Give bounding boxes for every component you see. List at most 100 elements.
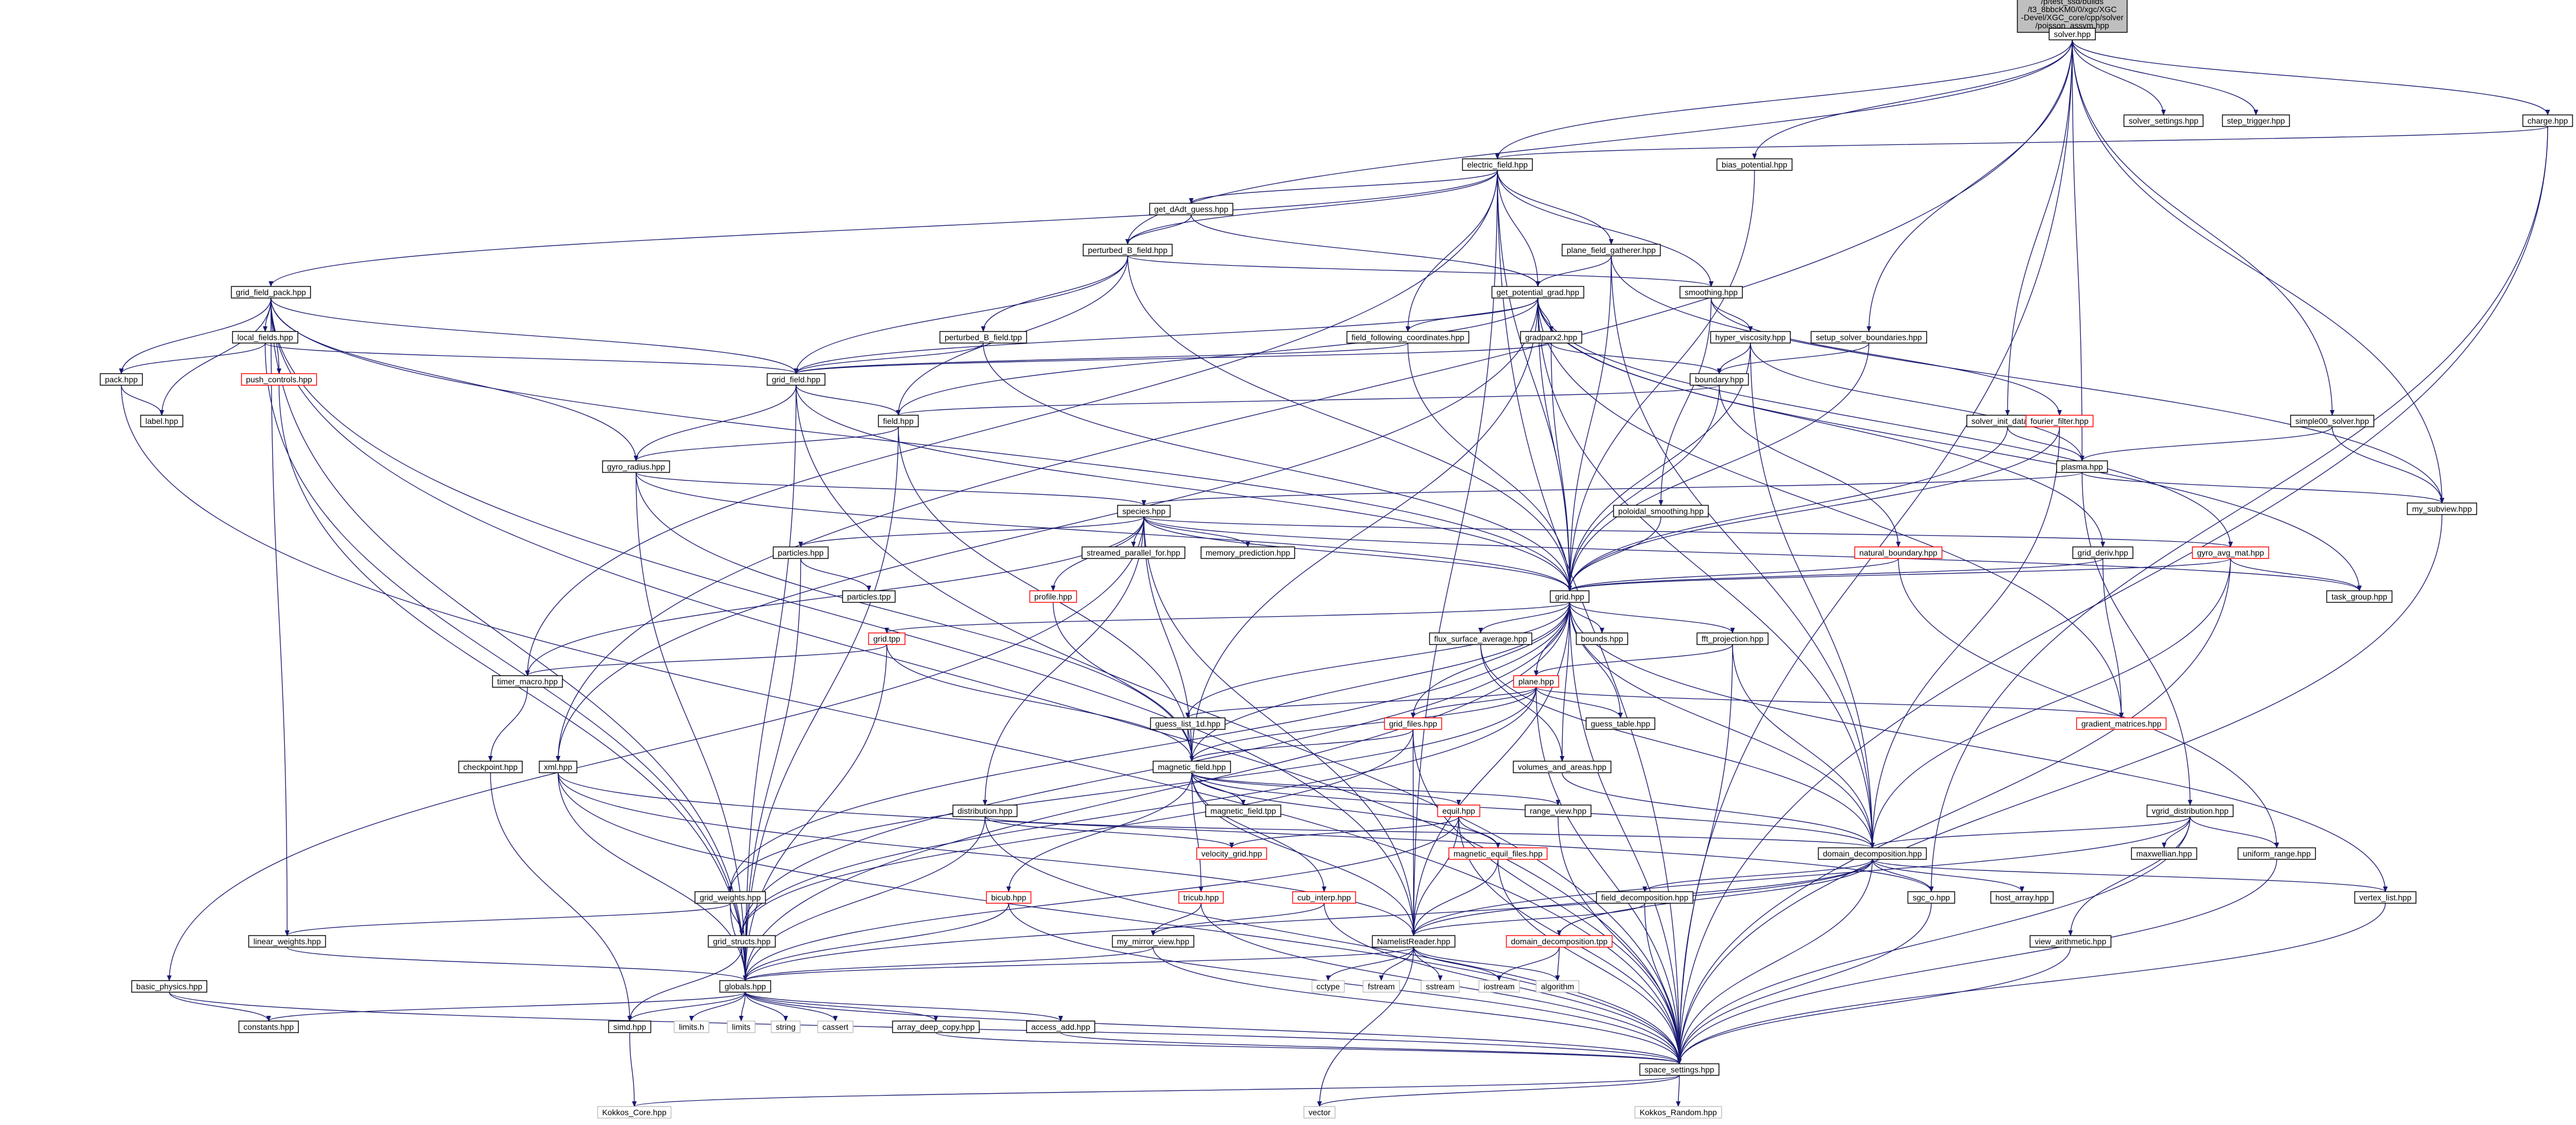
node-range-view[interactable]: range_view.hpp (1525, 804, 1592, 817)
node-grid-field[interactable]: grid_field.hpp (767, 373, 826, 386)
node-particles-tpp[interactable]: particles.tpp (842, 590, 896, 603)
node-solver-settings[interactable]: solver_settings.hpp (2123, 114, 2204, 127)
node-gradparx2[interactable]: gradparx2.hpp (1520, 331, 1582, 344)
node-natural-boundary[interactable]: natural_boundary.hpp (1854, 546, 1943, 559)
node-equil[interactable]: equil.hpp (1437, 804, 1481, 817)
node-local-fields[interactable]: local_fields.hpp (232, 331, 299, 344)
node-array-deep-copy[interactable]: array_deep_copy.hpp (892, 1020, 980, 1033)
node-domain-decomposition-tpp[interactable]: domain_decomposition.tpp (1506, 935, 1613, 948)
node-uniform-range[interactable]: uniform_range.hpp (2237, 847, 2316, 860)
node-globals[interactable]: globals.hpp (719, 980, 771, 993)
node-electric-field[interactable]: electric_field.hpp (1462, 158, 1533, 171)
node-host-array[interactable]: host_array.hpp (1990, 891, 2054, 904)
node-fft-projection[interactable]: fft_projection.hpp (1696, 632, 1769, 645)
node-smoothing[interactable]: smoothing.hpp (1679, 286, 1743, 299)
node-bounds[interactable]: bounds.hpp (1575, 632, 1629, 645)
node-linear-weights[interactable]: linear_weights.hpp (248, 935, 326, 948)
node-view-arithmetic[interactable]: view_arithmetic.hpp (2029, 935, 2112, 948)
node-string[interactable]: string (771, 1020, 801, 1033)
node-vgrid-distribution[interactable]: vgrid_distribution.hpp (2146, 804, 2234, 817)
node-charge[interactable]: charge.hpp (2522, 114, 2573, 127)
node-NamelistReader[interactable]: NamelistReader.hpp (1371, 935, 1456, 948)
node-grid-weights[interactable]: grid_weights.hpp (694, 891, 766, 904)
node-bicub[interactable]: bicub.hpp (986, 891, 1032, 904)
node-grid-deriv[interactable]: grid_deriv.hpp (2072, 546, 2133, 559)
node-particles[interactable]: particles.hpp (772, 546, 829, 559)
node-memory-prediction[interactable]: memory_prediction.hpp (1200, 546, 1295, 559)
node-timer-macro[interactable]: timer_macro.hpp (492, 675, 563, 688)
node-grid-structs[interactable]: grid_structs.hpp (708, 935, 776, 948)
node-access-add[interactable]: access_add.hpp (1026, 1020, 1095, 1033)
node-streamed-parallel-for[interactable]: streamed_parallel_for.hpp (1081, 546, 1185, 559)
node-gyro-radius[interactable]: gyro_radius.hpp (602, 460, 670, 473)
node-basic-physics[interactable]: basic_physics.hpp (131, 980, 207, 993)
node-limits[interactable]: limits (727, 1020, 756, 1033)
node-grid[interactable]: grid.hpp (1549, 590, 1590, 603)
node-simple00-solver[interactable]: simple00_solver.hpp (2290, 415, 2374, 427)
node-maxwellian[interactable]: maxwellian.hpp (2131, 847, 2198, 860)
root-node[interactable]: /p/test_ssd/builds /t3_8bbcKM0/0/xgc/XGC… (2017, 0, 2128, 33)
node-sstream[interactable]: sstream (1421, 980, 1460, 993)
node-perturbed-B-field[interactable]: perturbed_B_field.hpp (1083, 244, 1173, 256)
node-poloidal-smoothing[interactable]: poloidal_smoothing.hpp (1613, 505, 1709, 517)
node-fourier-filter[interactable]: fourier_filter.hpp (2025, 415, 2094, 427)
node-fstream[interactable]: fstream (1362, 980, 1400, 993)
node-volumes-and-areas[interactable]: volumes_and_areas.hpp (1512, 761, 1612, 773)
node-vertex-list[interactable]: vertex_list.hpp (2354, 891, 2417, 904)
node-magnetic-field-tpp[interactable]: magnetic_field.tpp (1205, 804, 1281, 817)
node-push-controls[interactable]: push_controls.hpp (241, 373, 317, 386)
node-boundary[interactable]: boundary.hpp (1689, 373, 1749, 386)
node-domain-decomposition[interactable]: domain_decomposition.hpp (1817, 847, 1927, 860)
node-simd[interactable]: simd.hpp (608, 1020, 652, 1033)
edge-grid-to-globals (743, 602, 1570, 981)
node-xml[interactable]: xml.hpp (538, 761, 578, 773)
node-sgc-o[interactable]: sgc_o.hpp (1907, 891, 1956, 904)
node-constants[interactable]: constants.hpp (238, 1020, 299, 1033)
node-get-dAdt-guess[interactable]: get_dAdt_guess.hpp (1149, 203, 1233, 215)
node-checkpoint[interactable]: checkpoint.hpp (458, 761, 523, 773)
node-step-trigger[interactable]: step_trigger.hpp (2222, 114, 2290, 127)
node-gyro-avg-mat[interactable]: gyro_avg_mat.hpp (2192, 546, 2269, 559)
node-label[interactable]: label.hpp (140, 415, 184, 427)
node-plasma[interactable]: plasma.hpp (2056, 460, 2108, 473)
node-vector[interactable]: vector (1303, 1106, 1336, 1119)
node-flux-surface-average[interactable]: flux_surface_average.hpp (1429, 632, 1533, 645)
node-distribution[interactable]: distribution.hpp (952, 804, 1018, 817)
node-field-decomposition[interactable]: field_decomposition.hpp (1596, 891, 1694, 904)
node-grid-tpp[interactable]: grid.tpp (868, 632, 906, 645)
node-tricub[interactable]: tricub.hpp (1178, 891, 1224, 904)
node-task-group[interactable]: task_group.hpp (2326, 590, 2393, 603)
node-iostream[interactable]: iostream (1478, 980, 1520, 993)
node-Kokkos-Core[interactable]: Kokkos_Core.hpp (597, 1106, 672, 1119)
node-magnetic-field[interactable]: magnetic_field.hpp (1153, 761, 1231, 773)
node-hyper-viscosity[interactable]: hyper_viscosity.hpp (1710, 331, 1791, 344)
node-plane[interactable]: plane.hpp (1513, 675, 1559, 688)
node-solver[interactable]: solver.hpp (2049, 28, 2096, 40)
node-grid-field-pack[interactable]: grid_field_pack.hpp (231, 286, 311, 299)
node-my-mirror-view[interactable]: my_mirror_view.hpp (1112, 935, 1195, 948)
node-my-subview[interactable]: my_subview.hpp (2407, 502, 2477, 515)
node-plane-field-gatherer[interactable]: plane_field_gatherer.hpp (1562, 244, 1661, 256)
node-profile[interactable]: profile.hpp (1029, 590, 1077, 603)
node-bias-potential[interactable]: bias_potential.hpp (1716, 158, 1793, 171)
node-species[interactable]: species.hpp (1117, 505, 1171, 517)
node-magnetic-equil-files[interactable]: magnetic_equil_files.hpp (1448, 847, 1548, 860)
node-limits-h[interactable]: limits.h (674, 1020, 709, 1033)
node-gradient-matrices[interactable]: gradient_matrices.hpp (2076, 717, 2167, 730)
node-perturbed-B-field-tpp[interactable]: perturbed_B_field.tpp (939, 331, 1027, 344)
node-guess-table[interactable]: guess_table.hpp (1585, 717, 1656, 730)
node-cassert[interactable]: cassert (817, 1020, 854, 1033)
node-setup-solver-boundaries[interactable]: setup_solver_boundaries.hpp (1811, 331, 1927, 344)
node-pack[interactable]: pack.hpp (99, 373, 143, 386)
node-Kokkos-Random[interactable]: Kokkos_Random.hpp (1634, 1106, 1722, 1119)
node-cctype[interactable]: cctype (1311, 980, 1345, 993)
node-field-following-coordinates[interactable]: field_following_coordinates.hpp (1346, 331, 1470, 344)
node-grid-files[interactable]: grid_files.hpp (1384, 717, 1443, 730)
node-space-settings[interactable]: space_settings.hpp (1639, 1063, 1720, 1076)
node-guess-list-1d[interactable]: guess_list_1d.hpp (1150, 717, 1226, 730)
node-algorithm[interactable]: algorithm (1536, 980, 1579, 993)
node-velocity-grid[interactable]: velocity_grid.hpp (1196, 847, 1267, 860)
node-cub-interp[interactable]: cub_interp.hpp (1292, 891, 1356, 904)
node-field[interactable]: field.hpp (878, 415, 919, 427)
node-get-potential-grad[interactable]: get_potential_grad.hpp (1491, 286, 1585, 299)
